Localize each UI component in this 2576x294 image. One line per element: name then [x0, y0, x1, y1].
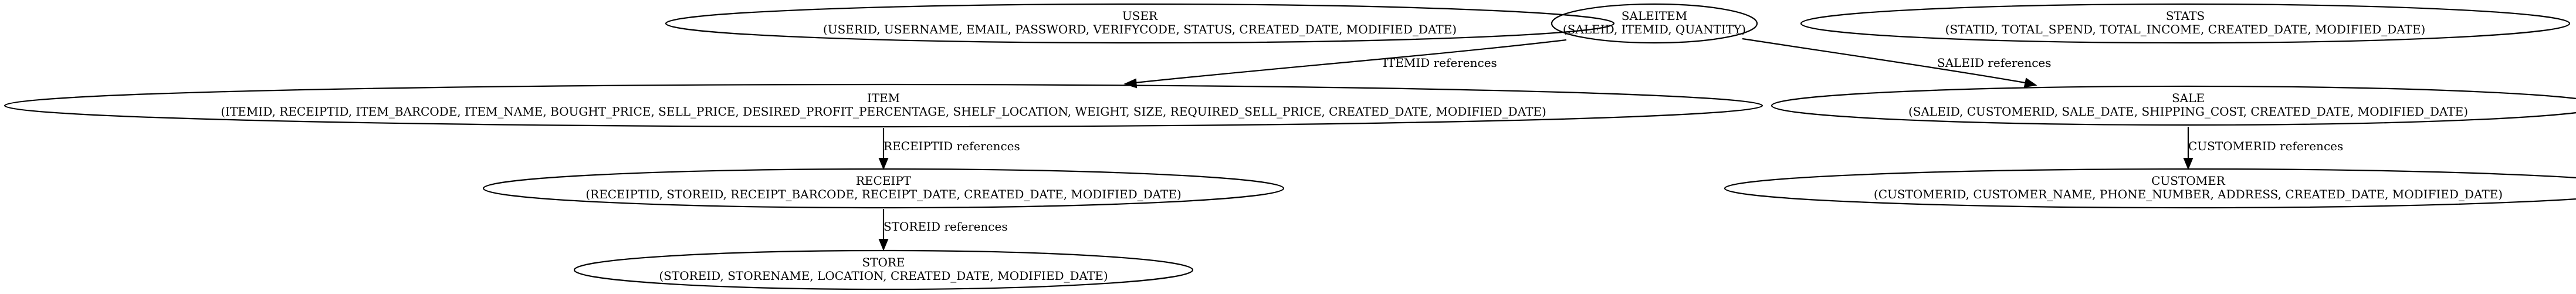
- node-ellipse: [665, 3, 1615, 44]
- edge-receipt-store: STOREID references: [878, 209, 1008, 251]
- edge-label: CUSTOMERID references: [2188, 139, 2343, 153]
- edge-label: SALEID references: [1937, 56, 2052, 70]
- node-saleitem: SALEITEM (SALEID, ITEMID, QUANTITY): [1551, 3, 1758, 44]
- node-name: USER: [1122, 9, 1158, 23]
- edge-label: ITEMID references: [1383, 56, 1497, 70]
- arrowhead-icon: [878, 158, 889, 170]
- node-ellipse: [482, 168, 1285, 209]
- edge-line: [1742, 38, 2026, 84]
- arrowhead-icon: [2183, 158, 2194, 170]
- node-ellipse: [1551, 3, 1758, 44]
- node-fields: (STATID, TOTAL_SPEND, TOTAL_INCOME, CREA…: [1945, 22, 2426, 36]
- arrowhead-icon: [878, 239, 889, 251]
- arrowhead-icon: [2023, 77, 2037, 88]
- edge-saleitem-sale: SALEID references: [1742, 38, 2052, 88]
- edge-saleitem-item: ITEMID references: [1123, 39, 1567, 89]
- node-item: ITEM (ITEMID, RECEIPTID, ITEM_BARCODE, I…: [4, 83, 1763, 128]
- node-name: CUSTOMER: [2151, 174, 2226, 188]
- node-name: STORE: [862, 255, 905, 269]
- node-name: RECEIPT: [856, 174, 912, 188]
- node-name: SALEITEM: [1622, 9, 1687, 23]
- node-fields: (USERID, USERNAME, EMAIL, PASSWORD, VERI…: [823, 22, 1457, 36]
- node-fields: (RECEIPTID, STOREID, RECEIPT_BARCODE, RE…: [585, 187, 1182, 201]
- edge-label: STOREID references: [884, 219, 1008, 234]
- node-fields: (STOREID, STORENAME, LOCATION, CREATED_D…: [659, 269, 1108, 283]
- node-ellipse: [1724, 168, 2576, 209]
- node-fields: (SALEID, ITEMID, QUANTITY): [1563, 22, 1746, 36]
- node-fields: (SALEID, CUSTOMERID, SALE_DATE, SHIPPING…: [1908, 104, 2468, 119]
- edge-item-receipt: RECEIPTID references: [878, 128, 1020, 170]
- node-fields: (ITEMID, RECEIPTID, ITEM_BARCODE, ITEM_N…: [221, 104, 1546, 119]
- arrowhead-icon: [1123, 78, 1138, 89]
- node-sale: SALE (SALEID, CUSTOMERID, SALE_DATE, SHI…: [1771, 85, 2576, 126]
- node-customer: CUSTOMER (CUSTOMERID, CUSTOMER_NAME, PHO…: [1724, 168, 2576, 209]
- node-user: USER (USERID, USERNAME, EMAIL, PASSWORD,…: [665, 3, 1615, 44]
- node-name: ITEM: [867, 91, 900, 105]
- node-name: STATS: [2166, 9, 2205, 23]
- edge-label: RECEIPTID references: [884, 139, 1020, 153]
- node-stats: STATS (STATID, TOTAL_SPEND, TOTAL_INCOME…: [1800, 3, 2571, 44]
- node-ellipse: [1800, 3, 2571, 44]
- edge-line: [1135, 39, 1567, 84]
- edge-sale-customer: CUSTOMERID references: [2183, 127, 2343, 170]
- node-store: STORE (STOREID, STORENAME, LOCATION, CRE…: [573, 249, 1194, 290]
- node-ellipse: [1771, 85, 2576, 126]
- node-fields: (CUSTOMERID, CUSTOMER_NAME, PHONE_NUMBER…: [1874, 187, 2503, 201]
- node-receipt: RECEIPT (RECEIPTID, STOREID, RECEIPT_BAR…: [482, 168, 1285, 209]
- node-ellipse: [4, 83, 1763, 128]
- node-name: SALE: [2172, 91, 2205, 105]
- node-ellipse: [573, 249, 1194, 290]
